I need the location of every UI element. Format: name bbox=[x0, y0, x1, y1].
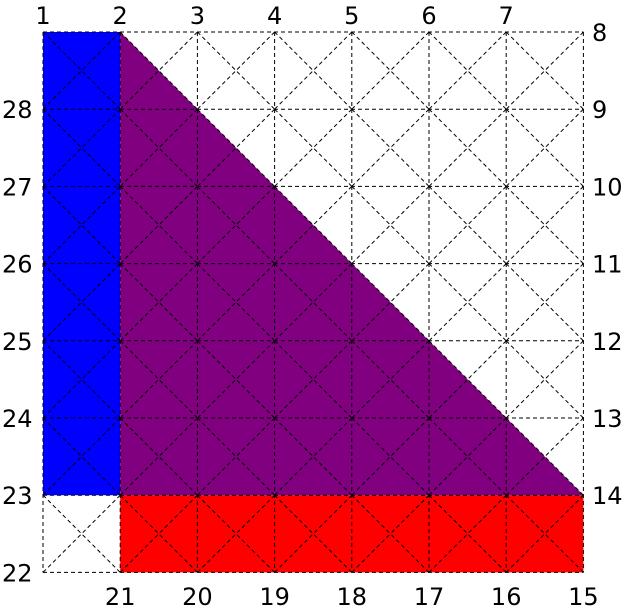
label-top: 3 bbox=[190, 2, 205, 30]
label-top: 6 bbox=[421, 2, 436, 30]
colored-regions bbox=[43, 32, 584, 573]
dashed-grid bbox=[42, 31, 584, 573]
label-left: 23 bbox=[2, 482, 33, 510]
label-left: 25 bbox=[2, 328, 33, 356]
label-right: 14 bbox=[592, 482, 623, 510]
label-right: 13 bbox=[592, 405, 623, 433]
label-right: 12 bbox=[592, 328, 623, 356]
labels-top: 1 2 3 4 5 6 7 bbox=[35, 2, 513, 30]
label-bottom: 17 bbox=[414, 583, 445, 611]
label-right: 9 bbox=[592, 96, 607, 124]
label-bottom: 21 bbox=[105, 583, 136, 611]
label-left: 28 bbox=[2, 96, 33, 124]
label-bottom: 15 bbox=[568, 583, 599, 611]
label-right: 8 bbox=[592, 19, 607, 47]
label-top: 4 bbox=[267, 2, 282, 30]
label-right: 10 bbox=[592, 173, 623, 201]
label-top: 1 bbox=[35, 2, 50, 30]
label-bottom: 18 bbox=[337, 583, 368, 611]
label-top: 2 bbox=[113, 2, 128, 30]
label-left: 22 bbox=[2, 559, 33, 587]
label-bottom: 16 bbox=[491, 583, 522, 611]
label-left: 27 bbox=[2, 173, 33, 201]
label-bottom: 20 bbox=[182, 583, 213, 611]
labels-right: 8 9 10 11 12 13 14 bbox=[592, 19, 623, 510]
label-left: 24 bbox=[2, 405, 33, 433]
label-bottom: 19 bbox=[259, 583, 290, 611]
label-right: 11 bbox=[592, 251, 623, 279]
labels-left: 22 23 24 25 26 27 28 bbox=[2, 96, 33, 587]
label-top: 5 bbox=[344, 2, 359, 30]
label-left: 26 bbox=[2, 251, 33, 279]
label-top: 7 bbox=[499, 2, 514, 30]
labels-bottom: 15 16 17 18 19 20 21 bbox=[105, 583, 599, 611]
